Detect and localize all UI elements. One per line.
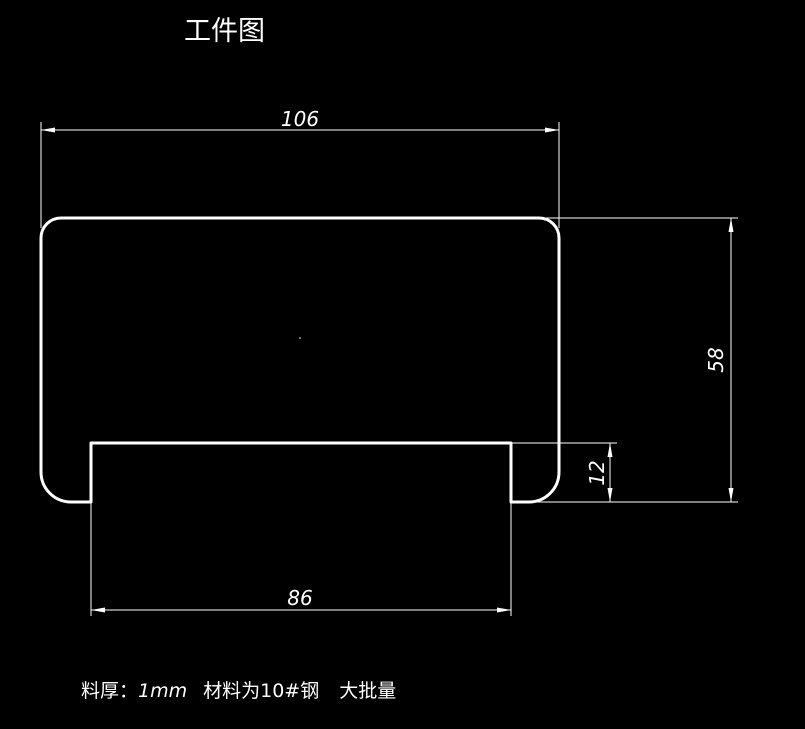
dimension-bottom-width (90, 502, 512, 616)
workpiece-outline (39, 216, 561, 504)
arrow-flange-bottom (607, 488, 613, 502)
arrow-top-left (41, 127, 55, 133)
dimension-flange-height (511, 442, 617, 502)
dimension-label-top-width: 106 (281, 107, 319, 131)
thickness-value: 1mm (138, 680, 187, 702)
dimension-top-width (40, 122, 560, 228)
arrow-bottom-right (497, 607, 511, 613)
dimension-label-height: 58 (704, 347, 728, 372)
arrow-flange-top (607, 443, 613, 457)
arrow-height-bottom (728, 488, 734, 502)
thickness-label: 料厚： (81, 680, 138, 702)
arrow-bottom-left (91, 607, 105, 613)
dimension-label-bottom-width: 86 (287, 586, 312, 610)
arrow-height-top (728, 218, 734, 232)
batch-size: 大批量 (339, 680, 396, 702)
drawing-title: 工件图 (184, 16, 265, 47)
material-spec: 材料为10#钢 (203, 680, 319, 702)
arrow-top-right (545, 127, 559, 133)
material-note: 料厚：1mm 材料为10#钢大批量 (81, 680, 396, 702)
dimension-label-flange-height: 12 (585, 460, 609, 485)
center-point (299, 337, 301, 339)
dimension-height (520, 217, 738, 503)
